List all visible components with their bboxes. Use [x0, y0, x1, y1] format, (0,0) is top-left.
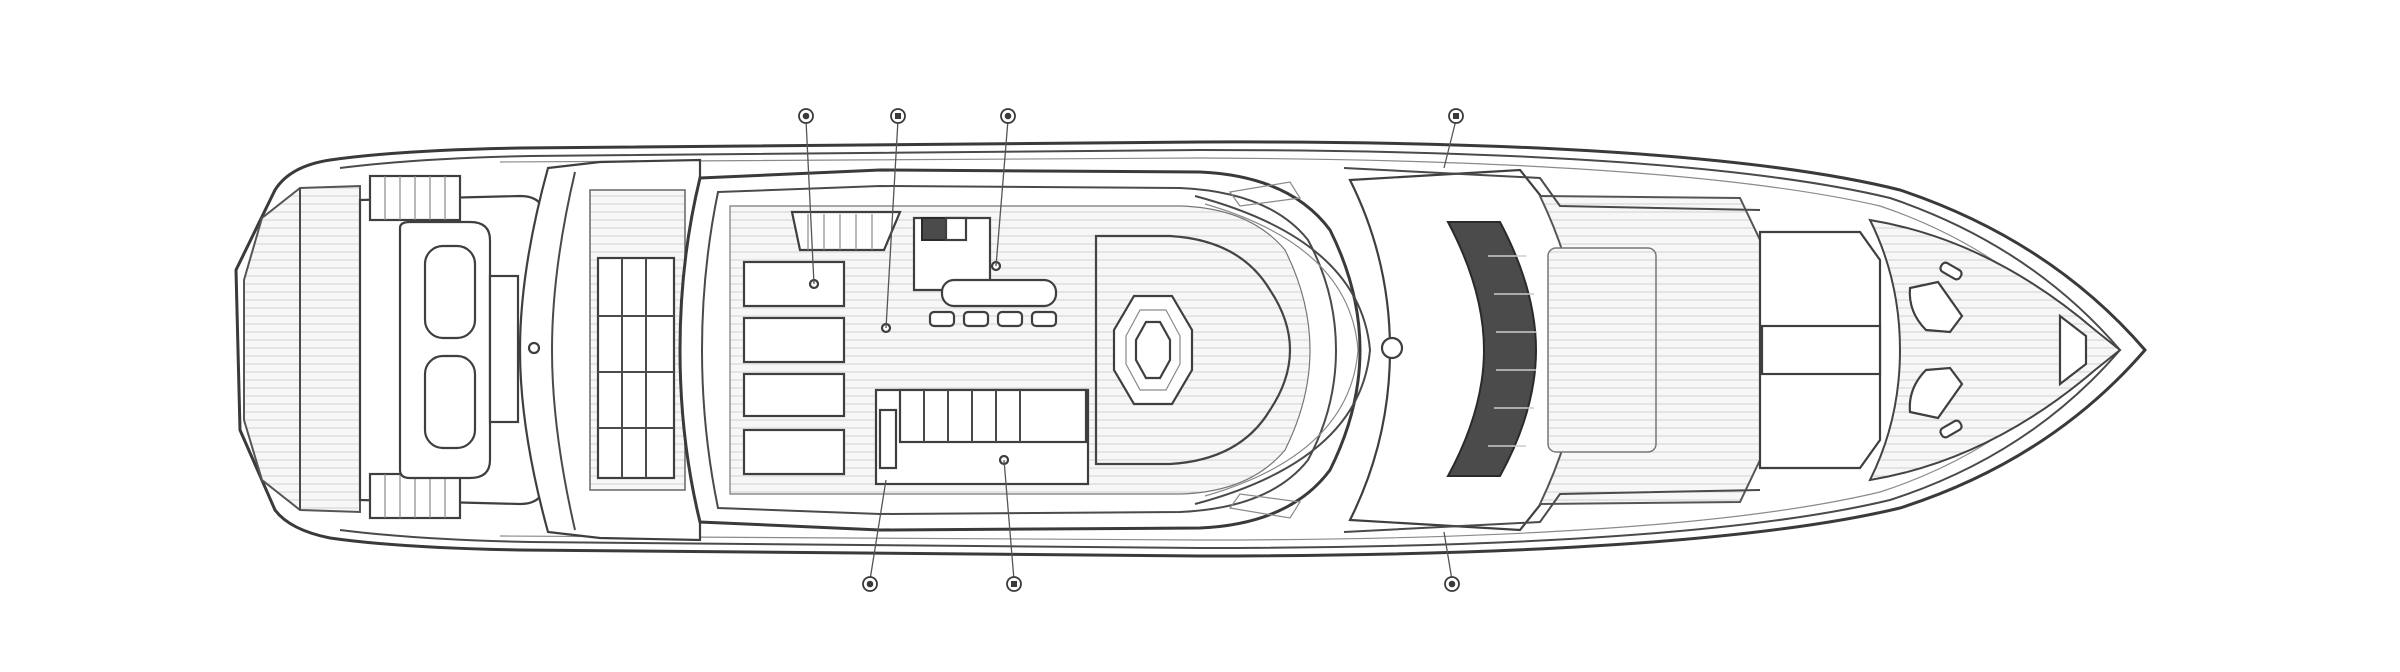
callout-leaders — [805, 119, 1457, 581]
bar-counter — [912, 216, 992, 292]
callout-marker-1 — [798, 108, 814, 124]
swim-platform — [243, 184, 361, 514]
saloon-fixture — [527, 341, 541, 355]
side-walkway-starboard — [1343, 489, 1761, 533]
callout-marker-2 — [890, 108, 906, 124]
callout-marker-6 — [1006, 576, 1022, 592]
anchor-locker — [2058, 313, 2088, 387]
mast-base — [1380, 336, 1404, 360]
side-walkway-port — [1343, 167, 1761, 211]
flybridge-stairs — [790, 210, 902, 252]
aft-stairs-port — [368, 174, 462, 222]
aft-cushion-2 — [423, 354, 477, 450]
windscreen-arc — [1194, 195, 1372, 505]
callout-marker-5 — [862, 576, 878, 592]
sunbed-stack — [742, 260, 846, 476]
callout-marker-4 — [1448, 108, 1464, 124]
aft-stairs-starboard — [368, 472, 462, 520]
hot-tub — [1112, 294, 1194, 406]
aft-cushion-1 — [423, 244, 477, 340]
callout-marker-7 — [1444, 576, 1460, 592]
windshield-glass — [1446, 221, 1538, 477]
bow-hatch-starboard — [1908, 366, 1964, 420]
callout-marker-3 — [1000, 108, 1016, 124]
dining-table — [928, 260, 1058, 328]
aft-table — [488, 274, 520, 424]
saloon-window-grid — [596, 256, 676, 480]
foredeck-cushion — [1547, 247, 1657, 453]
lounge-sunpad — [874, 388, 1090, 486]
bow-hatch-port — [1908, 280, 1964, 334]
